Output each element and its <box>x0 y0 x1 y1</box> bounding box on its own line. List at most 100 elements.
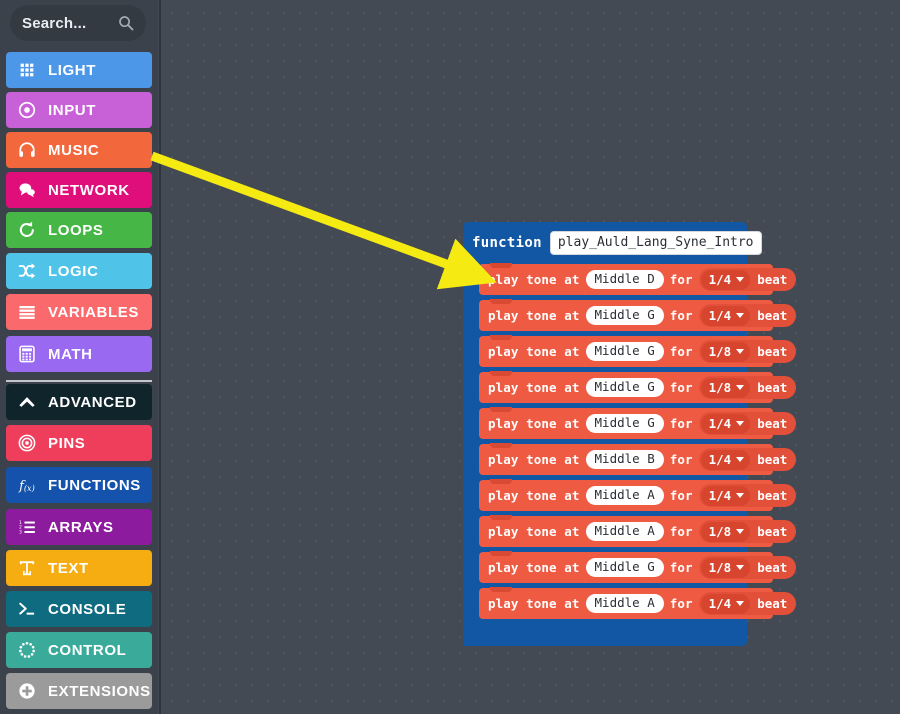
sidebar-item-light[interactable]: LIGHT <box>6 52 152 88</box>
beat-dropdown[interactable]: 1/4 <box>700 269 751 290</box>
function-block-left-arm <box>463 264 479 646</box>
beat-unit-label: beat <box>757 524 788 539</box>
plus-circle-icon <box>16 680 38 702</box>
sidebar-item-label: NETWORK <box>48 181 130 199</box>
beat-dropdown[interactable]: 1/8 <box>700 341 751 362</box>
sidebar-item-label: FUNCTIONS <box>48 476 141 494</box>
sidebar-divider <box>159 0 161 714</box>
beat-dropdown[interactable]: 1/8 <box>700 557 751 578</box>
sidebar-item-loops[interactable]: LOOPS <box>6 212 152 248</box>
beat-unit-label: beat <box>757 596 788 611</box>
note-dropdown-field[interactable]: Middle G <box>585 305 664 326</box>
beat-dropdown[interactable]: 1/8 <box>700 521 751 542</box>
terminal-icon <box>16 598 38 620</box>
beat-dropdown[interactable]: 1/8 <box>700 377 751 398</box>
beat-dropdown[interactable]: 1/4 <box>700 449 751 470</box>
block-for-label: for <box>669 488 693 503</box>
note-dropdown-field[interactable]: Middle G <box>585 413 664 434</box>
beat-value: 1/4 <box>708 271 732 287</box>
chevron-down-icon <box>736 456 745 462</box>
sidebar-item-network[interactable]: NETWORK <box>6 172 152 208</box>
sidebar-item-label: INPUT <box>48 101 96 119</box>
beat-value: 1/8 <box>708 523 732 539</box>
sidebar-item-console[interactable]: CONSOLE <box>6 591 152 627</box>
svg-text:f(x): f(x) <box>18 478 35 493</box>
note-dropdown-field[interactable]: Middle G <box>585 557 664 578</box>
block-prefix-label: play tone at <box>488 488 580 503</box>
note-dropdown-field[interactable]: Middle G <box>585 377 664 398</box>
beat-dropdown[interactable]: 1/4 <box>700 305 751 326</box>
function-name-field[interactable]: play_Auld_Lang_Syne_Intro <box>549 231 762 255</box>
sidebar-item-label: LOOPS <box>48 221 104 239</box>
sidebar-item-label: CONSOLE <box>48 600 127 618</box>
sidebar-item-label: PINS <box>48 434 86 452</box>
sidebar-item-functions[interactable]: f(x) FUNCTIONS <box>6 467 152 503</box>
svg-text:2: 2 <box>19 525 22 531</box>
fx-icon: f(x) <box>16 474 38 496</box>
headphone-icon <box>16 139 38 161</box>
block-prefix-label: play tone at <box>488 452 580 467</box>
block-prefix-label: play tone at <box>488 272 580 287</box>
beat-group: 1/8 beat <box>698 520 797 543</box>
sidebar-item-math[interactable]: MATH <box>6 336 152 372</box>
beat-unit-label: beat <box>757 488 788 503</box>
sidebar-item-input[interactable]: INPUT <box>6 92 152 128</box>
sidebar-item-logic[interactable]: LOGIC <box>6 253 152 289</box>
beat-group: 1/4 beat <box>698 592 797 615</box>
svg-text:1: 1 <box>19 520 22 526</box>
sidebar-item-label: MUSIC <box>48 141 100 159</box>
advanced-separator <box>6 380 152 382</box>
loop-icon <box>16 219 38 241</box>
target-icon <box>16 99 38 121</box>
beat-group: 1/4 beat <box>698 304 797 327</box>
beat-dropdown[interactable]: 1/4 <box>700 593 751 614</box>
sidebar-item-music[interactable]: MUSIC <box>6 132 152 168</box>
beat-dropdown[interactable]: 1/4 <box>700 413 751 434</box>
beat-unit-label: beat <box>757 308 788 323</box>
note-dropdown-field[interactable]: Middle A <box>585 521 664 542</box>
block-for-label: for <box>669 560 693 575</box>
sidebar-item-extensions[interactable]: EXTENSIONS <box>6 673 152 709</box>
sidebar-item-label: TEXT <box>48 559 89 577</box>
chevron-down-icon <box>736 348 745 354</box>
beat-dropdown[interactable]: 1/4 <box>700 485 751 506</box>
chevron-up-icon <box>16 391 38 413</box>
beat-value: 1/4 <box>708 307 732 323</box>
sidebar-item-advanced[interactable]: ADVANCED <box>6 384 152 420</box>
sidebar-item-label: LOGIC <box>48 262 99 280</box>
note-dropdown-field[interactable]: Middle B <box>585 449 664 470</box>
sidebar-item-control[interactable]: CONTROL <box>6 632 152 668</box>
note-dropdown-field[interactable]: Middle A <box>585 485 664 506</box>
note-dropdown-field[interactable]: Middle A <box>585 593 664 614</box>
sidebar-item-label: MATH <box>48 345 93 363</box>
block-prefix-label: play tone at <box>488 344 580 359</box>
play-tone-block[interactable]: play tone at Middle A for 1/4 beat <box>479 479 797 511</box>
block-for-label: for <box>669 380 693 395</box>
beat-value: 1/8 <box>708 379 732 395</box>
sidebar-item-variables[interactable]: VARIABLES <box>6 294 152 330</box>
sidebar-item-text[interactable]: TEXT <box>6 550 152 586</box>
function-keyword-label: function <box>472 235 542 251</box>
search-input[interactable]: Search... <box>10 5 146 41</box>
function-block[interactable]: function play_Auld_Lang_Syne_Intro play … <box>463 222 797 646</box>
note-dropdown-field[interactable]: Middle G <box>585 341 664 362</box>
calculator-icon <box>16 343 38 365</box>
beat-value: 1/4 <box>708 415 732 431</box>
note-dropdown-field[interactable]: Middle D <box>585 269 664 290</box>
sidebar-item-pins[interactable]: PINS <box>6 425 152 461</box>
